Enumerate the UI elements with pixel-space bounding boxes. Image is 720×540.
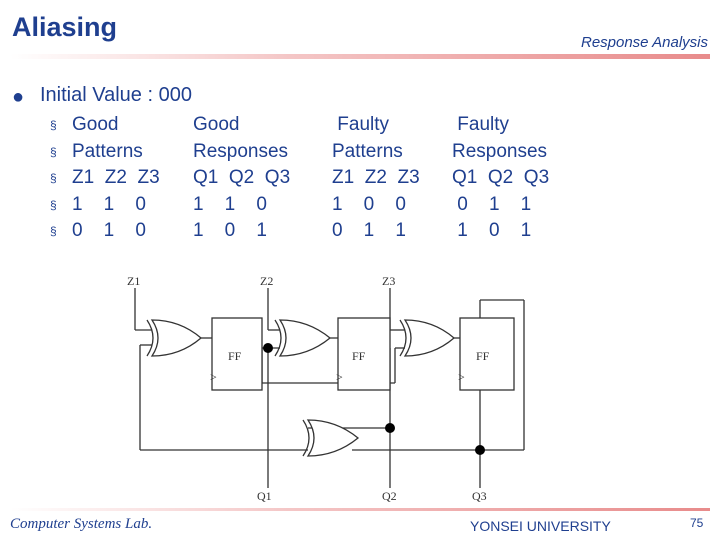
good-responses-column: Good Responses Q1 Q2 Q3 1 1 0 1 0 1 xyxy=(193,112,290,245)
output-label-q1: Q1 xyxy=(257,489,272,503)
square-bullet-icon: § xyxy=(50,171,57,185)
column-row: 1 0 1 xyxy=(452,220,532,241)
ff-label: FF xyxy=(476,349,490,363)
flip-flops xyxy=(211,317,515,391)
square-bullet-icon: § xyxy=(50,224,57,238)
good-patterns-column: Good Patterns Z1 Z2 Z3 1 1 0 0 1 0 xyxy=(72,112,160,245)
output-label-q2: Q2 xyxy=(382,489,397,503)
section-subtitle: Response Analysis xyxy=(580,34,708,51)
column-row: Faulty xyxy=(332,114,390,135)
column-row: 0 1 0 xyxy=(72,220,146,241)
column-row: 1 1 0 xyxy=(72,193,146,215)
xor-gate-3 xyxy=(403,319,455,357)
column-row: 1 0 0 xyxy=(332,193,406,215)
column-row: 1 0 1 xyxy=(193,220,267,241)
sub-bullets: § § § § § xyxy=(50,112,57,245)
faulty-patterns-column: Faulty Patterns Z1 Z2 Z3 1 0 0 0 1 1 xyxy=(332,112,420,245)
xor-gates xyxy=(146,319,455,457)
input-label-z1: Z1 xyxy=(127,274,140,288)
circuit-wires xyxy=(134,288,525,488)
junction-dot xyxy=(475,445,485,455)
header-divider xyxy=(10,54,710,59)
ff-label: FF xyxy=(228,349,242,363)
bullet-icon: ● xyxy=(12,86,25,108)
column-row: Q1 Q2 Q3 xyxy=(193,167,291,188)
junction-dot xyxy=(385,423,395,433)
footer-university: YONSEI UNIVERSITY xyxy=(470,518,611,534)
xor-gate-2 xyxy=(278,319,332,357)
initial-value-text: Initial Value : 000 xyxy=(40,84,192,106)
output-label-q3: Q3 xyxy=(472,489,487,503)
xor-gate-1 xyxy=(150,319,202,357)
flip-flop-2 xyxy=(337,317,391,391)
page-number: 75 xyxy=(690,516,704,530)
column-row: 0 1 1 xyxy=(452,193,532,215)
column-row: Good xyxy=(72,114,119,135)
column-row: Responses xyxy=(193,140,289,162)
clock-mark: > xyxy=(210,370,217,384)
column-row: Responses xyxy=(452,140,548,162)
footer-divider xyxy=(10,508,710,511)
faulty-responses-column: Faulty Responses Q1 Q2 Q3 0 1 1 1 0 1 xyxy=(452,112,549,245)
column-row: Z1 Z2 Z3 xyxy=(332,167,420,188)
page-title: Aliasing xyxy=(12,12,118,42)
column-row: Faulty xyxy=(452,114,510,135)
flip-flop-3 xyxy=(459,317,515,391)
junction-dots xyxy=(263,343,485,455)
circuit-labels: Z1 Z2 Z3 FF FF FF > > > Q1 Q2 Q3 xyxy=(127,274,490,503)
square-bullet-icon: § xyxy=(50,144,57,159)
column-row: Patterns xyxy=(72,140,143,162)
column-row: 0 1 1 xyxy=(332,220,406,241)
column-row: Good xyxy=(193,114,240,135)
xor-gate-feedback xyxy=(306,419,360,457)
junction-dot xyxy=(263,343,273,353)
clock-mark: > xyxy=(336,370,343,384)
square-bullet-icon: § xyxy=(50,118,57,132)
clock-mark: > xyxy=(458,370,465,384)
ff-label: FF xyxy=(352,349,366,363)
column-row: Patterns xyxy=(332,140,403,162)
column-row: 1 1 0 xyxy=(193,193,267,215)
flip-flop-1 xyxy=(211,317,263,391)
square-bullet-icon: § xyxy=(50,197,57,212)
input-label-z2: Z2 xyxy=(260,274,273,288)
input-label-z3: Z3 xyxy=(382,274,395,288)
column-row: Q1 Q2 Q3 xyxy=(452,167,550,188)
column-row: Z1 Z2 Z3 xyxy=(72,167,160,188)
footer-lab-name: Computer Systems Lab. xyxy=(10,516,153,532)
